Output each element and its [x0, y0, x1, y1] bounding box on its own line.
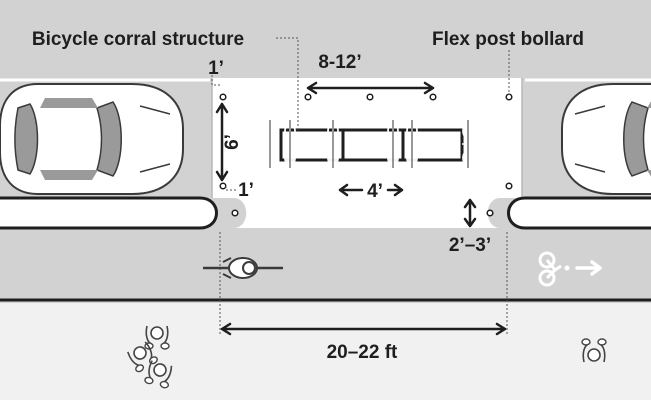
- buffer-top-label: 1’: [208, 58, 224, 79]
- flex-post-bollards: [219, 93, 513, 217]
- rack-spacing-label: 4’: [367, 181, 383, 202]
- total-length-dimension: [220, 322, 507, 336]
- corral-leader-line: [276, 37, 299, 130]
- curb-offset-label: 2’–3’: [449, 235, 491, 256]
- sidewalk: [0, 303, 651, 400]
- rack-spacing-arrow-right: [386, 183, 404, 197]
- bike-lane-marking-icon: [538, 251, 602, 287]
- corral-width-dimension: [215, 102, 229, 182]
- corral-length-dimension: [306, 81, 435, 95]
- curb-island-right: [507, 196, 651, 230]
- cyclist-icon: [203, 257, 283, 279]
- car-icon: [561, 83, 651, 195]
- bollard-label: Flex post bollard: [432, 29, 584, 50]
- curb-offset-dimension: [463, 198, 477, 228]
- corral-rack-frame: [279, 128, 464, 162]
- buffer-bottom-label: 1’: [238, 180, 254, 201]
- corral-length-label: 8-12’: [318, 52, 361, 73]
- curb-island-left: [0, 196, 218, 230]
- corral-area: [212, 78, 522, 228]
- corral-label: Bicycle corral structure: [32, 29, 244, 50]
- corral-width-label: 6’: [222, 134, 243, 150]
- buffer-hatching: [306, 205, 427, 227]
- car-icon: [0, 83, 184, 195]
- rack-spacing-arrow-left: [338, 183, 364, 197]
- total-length-label: 20–22 ft: [327, 342, 398, 363]
